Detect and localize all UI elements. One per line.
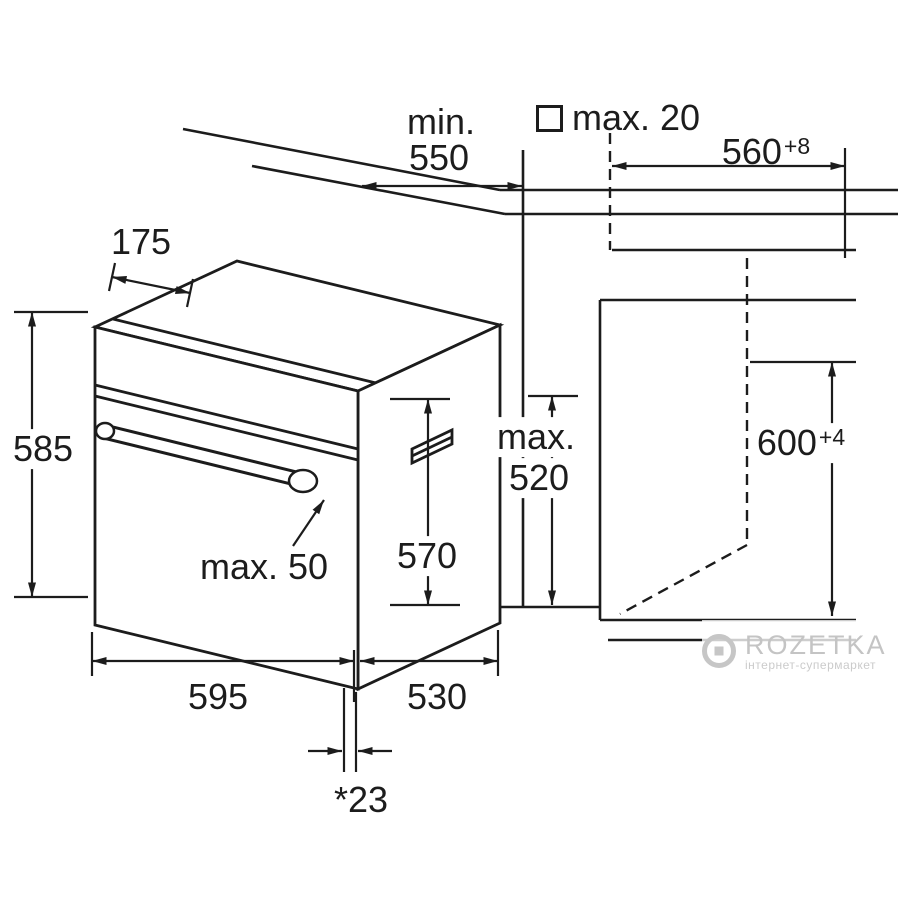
watermark-tagline: інтернет-супермаркет [745, 657, 876, 672]
dimension-175-tick-right [185, 278, 195, 308]
rozetka-watermark: ROZETKA інтернет-супермаркет [702, 620, 898, 682]
oven-front-face [93, 325, 360, 691]
label-min: min. [406, 101, 476, 143]
label-max-20: max. 20 [572, 97, 701, 138]
niche-hidden-diagonal-edge [619, 543, 748, 616]
oven-handle-left-cap [94, 421, 116, 441]
rozetka-logo-icon [702, 634, 736, 668]
dimension-175-tick-left [107, 262, 117, 292]
rozetka-watermark-text: ROZETKA інтернет-супермаркет [745, 629, 887, 672]
dimension-560 [612, 148, 847, 258]
label-570: 570 [389, 536, 465, 576]
label-595: 595 [187, 676, 249, 718]
square-spacer-icon [536, 104, 563, 132]
label-550: 550 [408, 137, 470, 179]
label-star-23: *23 [333, 779, 389, 821]
worktop-front-edge-left [182, 127, 501, 192]
label-175: 175 [110, 221, 172, 263]
max-50-pointer-arrow [292, 499, 325, 547]
label-530: 530 [406, 676, 468, 718]
oven-top-panel-line [112, 317, 377, 385]
dimension-600 [750, 360, 856, 616]
label-520: 520 [501, 458, 577, 498]
label-max-20-group: max. 20 [536, 97, 701, 138]
dimension-530 [360, 630, 500, 676]
oven-handle-bar [101, 427, 307, 485]
oven-drawing [90, 259, 505, 692]
label-600: 600+4 [749, 423, 853, 463]
oven-handle [94, 421, 319, 494]
dimension-175 [107, 262, 195, 308]
label-600-tolerance: +4 [818, 424, 846, 451]
label-560: 560+8 [721, 131, 811, 173]
dimension-lines [14, 148, 856, 772]
label-max-50: max. 50 [199, 546, 329, 588]
label-max: max. [489, 417, 583, 457]
label-560-tolerance: +8 [783, 133, 811, 160]
label-585: 585 [5, 429, 81, 469]
worktop-lower-edge-left [251, 164, 506, 216]
oven-control-panel-line [94, 383, 359, 451]
hidden-edges [608, 133, 749, 616]
dimension-595 [90, 632, 356, 702]
dimension-23 [308, 688, 392, 772]
dimension-175-arrow [111, 275, 191, 295]
oven-handle-right-knob [287, 468, 319, 494]
watermark-brand: ROZETKA [745, 629, 887, 660]
oven-door-top-line [94, 394, 359, 462]
worktop-lines [182, 127, 898, 216]
oven-vent-detail-line [411, 435, 453, 458]
